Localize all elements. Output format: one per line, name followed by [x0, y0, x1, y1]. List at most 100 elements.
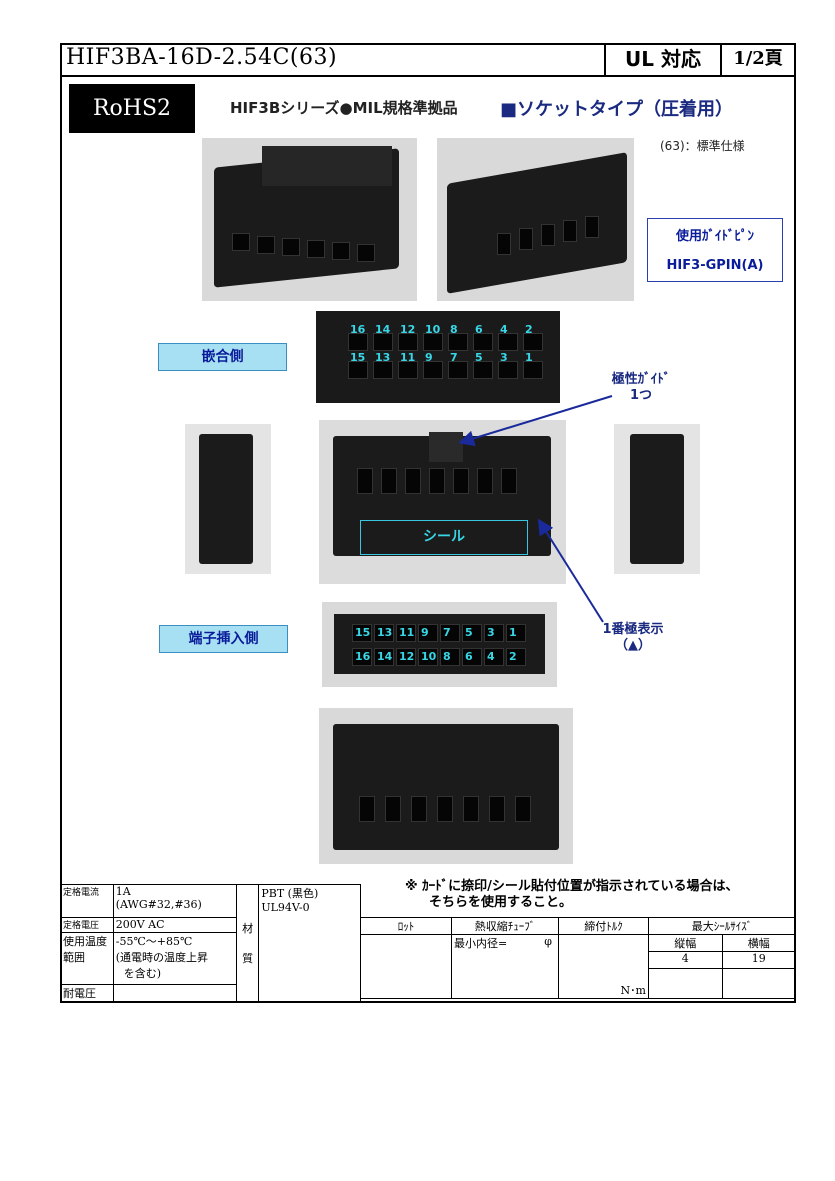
pin-slot: [374, 624, 394, 642]
pin-slot: [484, 648, 504, 666]
pin-slot: [352, 648, 372, 666]
pin-slot: [506, 648, 526, 666]
rated-current-value2: (AWG#32,#36): [115, 898, 202, 911]
seal-width-label: 横幅: [721, 934, 796, 952]
pin-number: 16: [355, 650, 371, 663]
material-value-cell: PBT (黒色) UL94V-0: [258, 884, 361, 1002]
torque-value-cell: N･m: [558, 934, 649, 999]
pin-number: 6: [475, 323, 483, 336]
seal-height-label: 縦幅: [648, 934, 723, 952]
photo-left-side: [185, 424, 271, 574]
pin-slot: [398, 333, 418, 351]
pin-slot: [498, 333, 518, 351]
pin-number: 9: [421, 626, 429, 639]
tube-header: 熱収縮ﾁｭｰﾌﾞ: [451, 917, 559, 935]
marking-note-line1: ※ ｶｰﾄﾞに捺印/シール貼付位置が指示されている場合は、: [405, 879, 739, 894]
lot-value: [360, 934, 452, 999]
pin-slot: [462, 624, 482, 642]
pin1-mark-line1: 1番極表示: [602, 622, 664, 637]
polarity-guide-line2: 1つ: [629, 388, 653, 403]
standard-spec-note: (63)：標準仕様: [660, 139, 745, 153]
pin-slot: [498, 361, 518, 379]
polarity-guide-line1: 極性ｶﾞｲﾄﾞ: [611, 372, 671, 387]
pin1-mark-line2: （▲）: [615, 638, 651, 653]
rated-current-label: 定格電流: [60, 884, 114, 918]
torque-unit: N･m: [620, 984, 646, 997]
rohs-badge: RoHS2: [69, 84, 195, 133]
pin-number: 8: [443, 650, 451, 663]
temp-value1: -55℃～+85℃: [115, 935, 193, 948]
pin-number: 11: [399, 626, 415, 639]
pin-slot: [373, 333, 393, 351]
material-label-cell: 材 質: [235, 884, 260, 1002]
seal-label: シール: [423, 529, 465, 545]
pin-number: 3: [500, 351, 508, 364]
series-text: HIF3Bシリーズ●MIL規格準拠品: [230, 99, 458, 117]
rated-voltage-label: 定格電圧: [60, 917, 114, 933]
pin-number: 5: [465, 626, 473, 639]
seal-width-value: 19: [721, 951, 796, 969]
pin-slot: [448, 361, 468, 379]
tube-phi: φ: [544, 935, 552, 948]
guide-pin-part: HIF3-GPIN(A): [666, 258, 764, 273]
pin-slot: [352, 624, 372, 642]
pin-slot: [398, 361, 418, 379]
pin-slot: [418, 648, 438, 666]
seal-size-header: 最大ｼｰﾙｻｲｽﾞ: [648, 917, 796, 935]
pin-slot: [418, 624, 438, 642]
pin-number: 1: [525, 351, 533, 364]
pin-slot: [473, 333, 493, 351]
polarity-arrow: [458, 395, 613, 447]
terminal-side-label: 端子挿入側: [159, 625, 288, 653]
lot-header: ﾛｯﾄ: [360, 917, 452, 935]
pin-number: 15: [355, 626, 371, 639]
pin-number: 1: [509, 626, 517, 639]
seal-height-blank: [648, 968, 723, 999]
torque-header: 締付ﾄﾙｸ: [558, 917, 649, 935]
pin-number: 16: [350, 323, 366, 336]
spec-table: 定格電流 1A (AWG#32,#36) 材 質 PBT (黒色) UL94V-…: [60, 884, 361, 1002]
pin-number: 10: [421, 650, 437, 663]
guide-pin-box: 使用ｶﾞｲﾄﾞﾋﾟﾝ HIF3-GPIN(A): [647, 218, 783, 282]
rated-voltage-value: 200V AC: [112, 917, 237, 933]
photo-connector-angled: [437, 138, 634, 301]
temp-value3: を含む): [123, 967, 162, 980]
seal-area-box: シール: [360, 520, 528, 555]
pin-number: 7: [450, 351, 458, 364]
pin-number: 4: [487, 650, 495, 663]
pin-slot: [506, 624, 526, 642]
pin-number: 9: [425, 351, 433, 364]
rated-current-value1: 1A: [115, 885, 131, 898]
mating-side-label: 嵌合側: [158, 343, 287, 371]
pin-number: 12: [399, 650, 415, 663]
withstand-voltage-label: 耐電圧: [60, 984, 114, 1002]
seal-width-blank: [721, 968, 796, 999]
document-frame: [60, 43, 796, 1003]
pin-slot: [348, 333, 368, 351]
pin-slot: [484, 624, 504, 642]
pin-slot: [462, 648, 482, 666]
tube-min-label: 最小内径=: [454, 937, 508, 950]
pin-slot: [348, 361, 368, 379]
pin-number: 7: [443, 626, 451, 639]
photo-bottom-view: [319, 708, 573, 864]
temp-range-value: -55℃～+85℃ (通電時の温度上昇 を含む): [112, 932, 237, 985]
ul-compliance-label: UL 対応: [604, 43, 722, 75]
pin-number: 5: [475, 351, 483, 364]
material-value2: UL94V-0: [261, 901, 310, 914]
pin-slot: [448, 333, 468, 351]
pin-number: 14: [377, 650, 393, 663]
tube-value-cell: 最小内径= φ: [451, 934, 559, 999]
pin1-arrow: [537, 518, 604, 623]
pin1-mark-callout: 1番極表示 （▲）: [588, 622, 678, 654]
photo-connector-front: [202, 138, 417, 301]
pin-number: 11: [400, 351, 416, 364]
temp-value2: (通電時の温度上昇: [115, 951, 209, 964]
guide-pin-label: 使用ｶﾞｲﾄﾞﾋﾟﾝ: [675, 229, 754, 244]
pin-slot: [523, 333, 543, 351]
material-label1: 材: [242, 922, 254, 935]
pin-slot: [396, 648, 416, 666]
pin-number: 2: [525, 323, 533, 336]
page-number: 1/2頁: [733, 48, 783, 69]
